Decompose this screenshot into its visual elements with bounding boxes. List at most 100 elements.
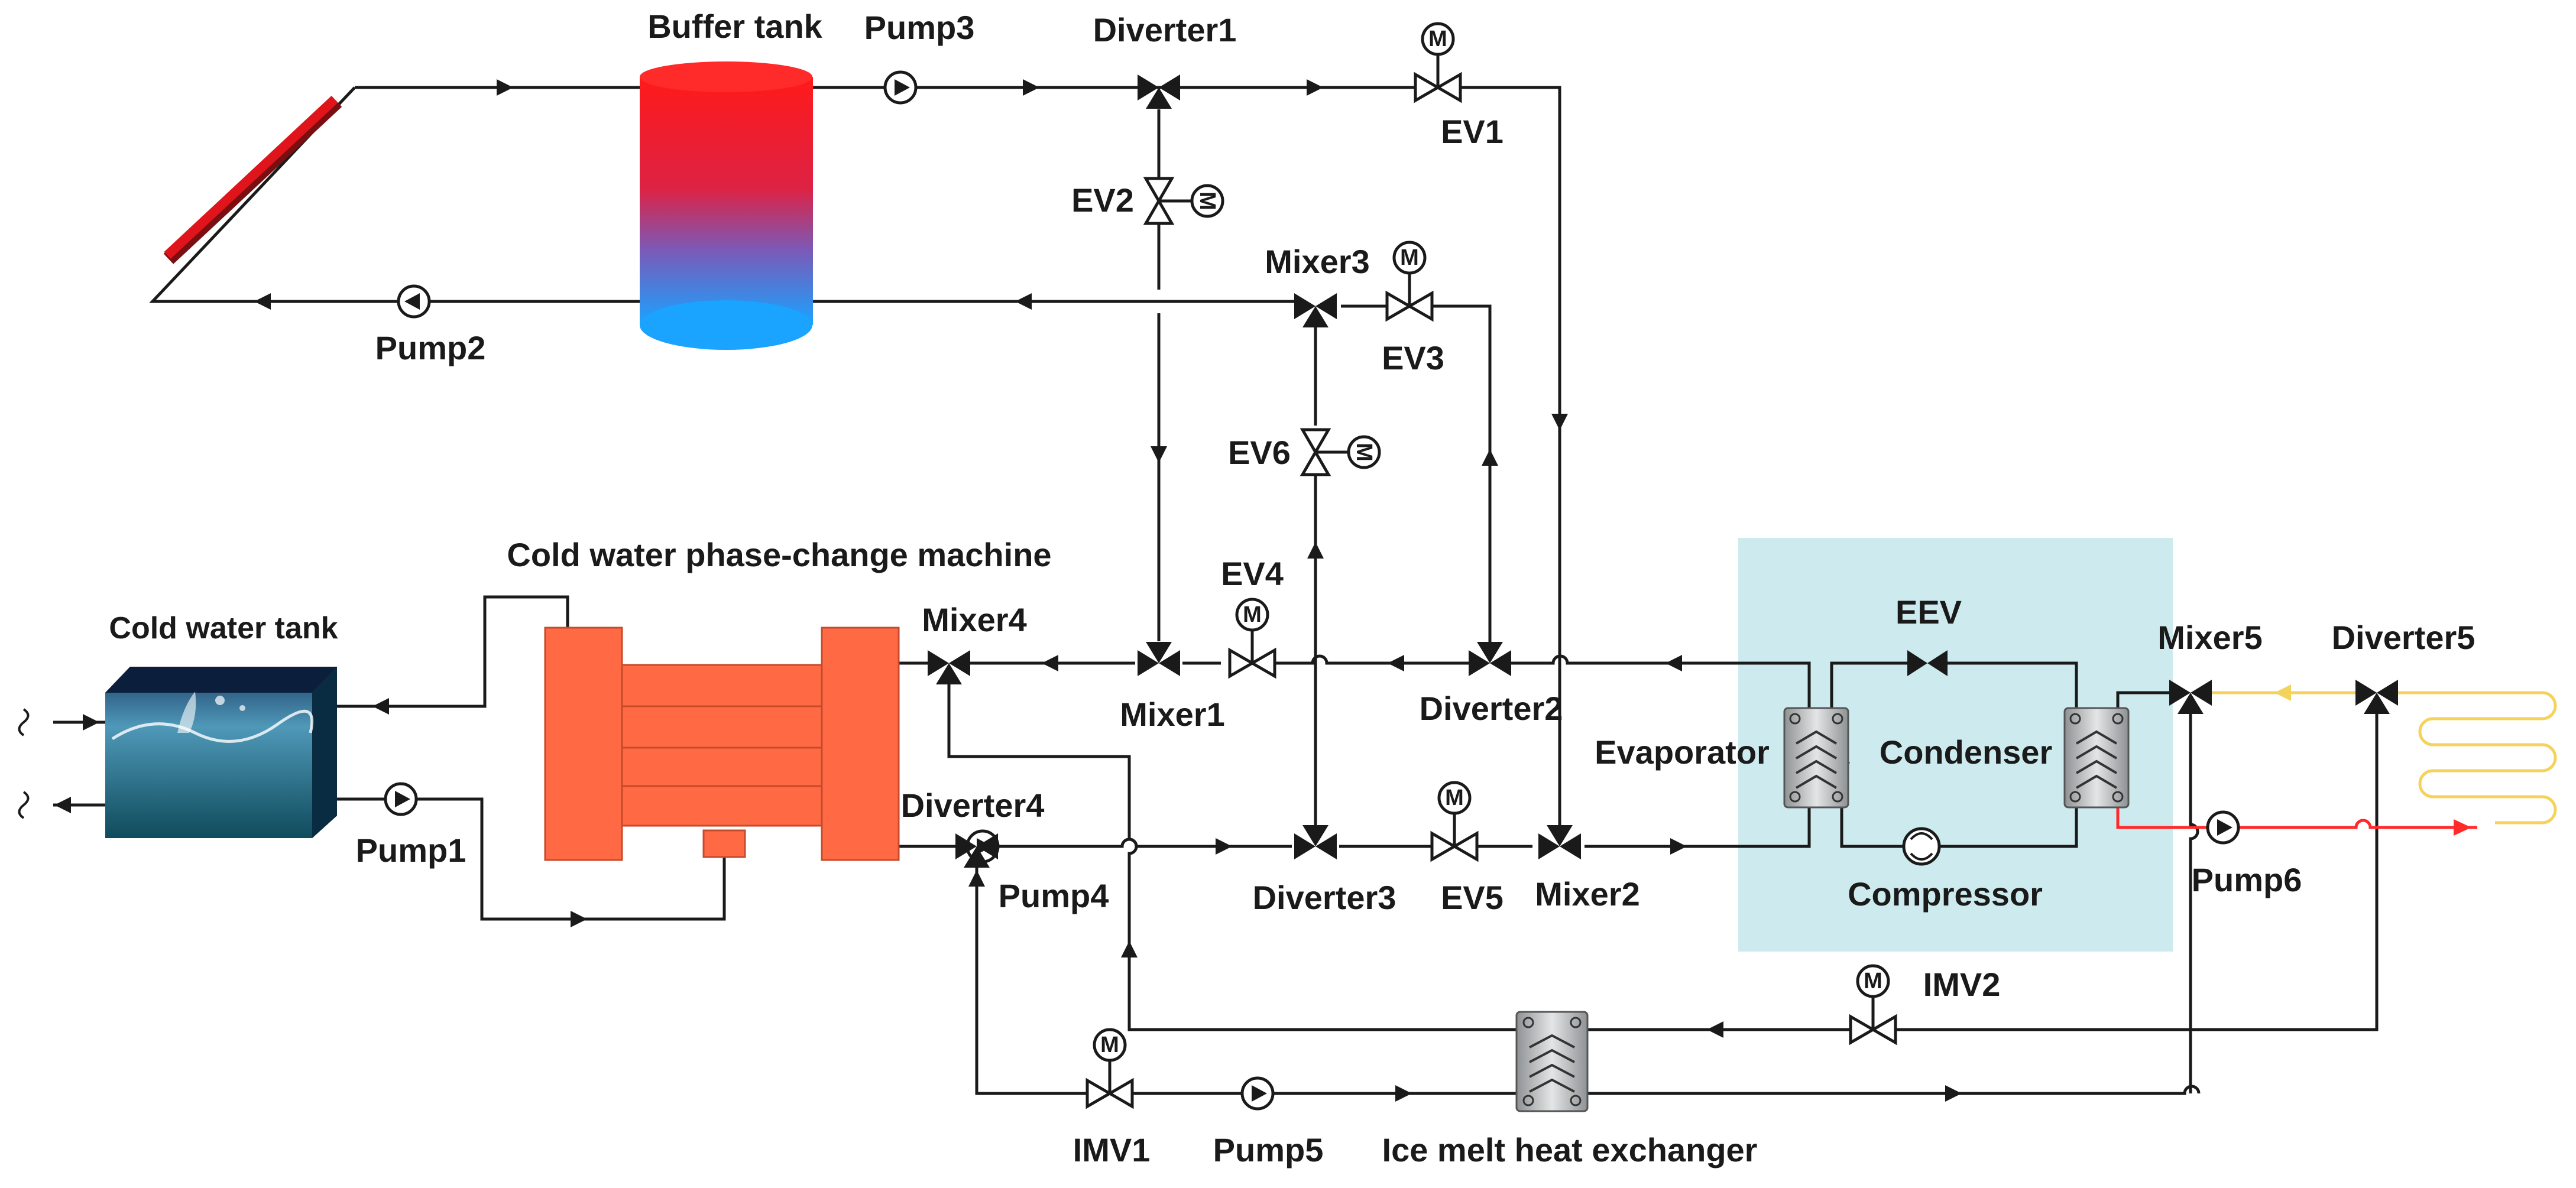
mixer4-label: Mixer4 (922, 601, 1026, 638)
diverter3-icon (1294, 825, 1337, 859)
ev3-motor-label: M (1400, 245, 1419, 270)
ev1-label: EV1 (1441, 113, 1504, 150)
inlet-wave-icon (18, 708, 30, 736)
ice-melt-heat-exchanger (1515, 1011, 1589, 1112)
solar-collector (163, 96, 342, 264)
pump5-icon (1240, 1076, 1275, 1111)
ice-hx-label: Ice melt heat exchanger (1382, 1131, 1758, 1168)
pump1-icon (384, 782, 418, 816)
diverter2-icon (1469, 642, 1511, 676)
flow-arrow (1395, 1085, 1412, 1102)
condenser-heat-exchanger (2063, 707, 2130, 809)
compressor-icon (1902, 827, 1941, 866)
evaporator-label: Evaporator (1595, 733, 1770, 771)
ev2-motor-label: M (1195, 191, 1220, 210)
ev1-motor-label: M (1428, 27, 1447, 51)
evaporator-heat-exchanger (1783, 707, 1849, 809)
flow-arrow (1042, 655, 1058, 671)
ev6-label: EV6 (1228, 434, 1291, 471)
flow-arrow (1945, 1085, 1962, 1102)
pump2-icon (397, 284, 431, 319)
flow-arrow (1023, 79, 1039, 96)
flow-arrow (1670, 838, 1687, 855)
flow-arrow (968, 870, 985, 887)
outlet-wave-icon (18, 791, 30, 819)
flow-arrow (1666, 655, 1682, 671)
flow-arrow (254, 293, 271, 310)
ev3-label: EV3 (1382, 339, 1444, 376)
pump4-label: Pump4 (999, 877, 1109, 914)
imv1-motor-label: M (1100, 1033, 1119, 1057)
imv2-motor-label: M (1864, 969, 1882, 994)
flow-arrow (1707, 1021, 1723, 1038)
diverter5-icon (2355, 680, 2398, 714)
ev4-label: EV4 (1221, 555, 1284, 592)
ev1-valve-icon (1414, 22, 1462, 103)
flow-arrow (1307, 542, 1324, 559)
imv1-label: IMV1 (1073, 1131, 1151, 1168)
diverter4-icon (955, 833, 998, 868)
mixer2-label: Mixer2 (1535, 875, 1639, 913)
flow-arrow-supply (2454, 819, 2471, 836)
cold-water-tank (105, 667, 337, 838)
mixer3-icon (1294, 293, 1337, 327)
ev5-label: EV5 (1441, 879, 1504, 916)
diverter1-icon (1138, 74, 1180, 109)
cold-water-phase-change-machine (544, 627, 900, 861)
pump5-label: Pump5 (1213, 1131, 1324, 1168)
ev4-valve-icon (1228, 598, 1276, 679)
flow-arrow (1307, 79, 1323, 96)
flow-arrow (1015, 293, 1032, 310)
flow-arrow (1121, 941, 1138, 957)
buffer-tank (640, 61, 813, 350)
cold-phase-change-label: Cold water phase-change machine (507, 536, 1051, 573)
mixer3-label: Mixer3 (1265, 243, 1369, 280)
mixer1-label: Mixer1 (1120, 696, 1224, 733)
ev5-valve-icon (1430, 781, 1479, 862)
flow-arrow (1388, 655, 1404, 671)
ev3-valve-icon (1385, 241, 1434, 322)
imv2-valve-icon (1849, 964, 1897, 1046)
flow-arrow (372, 698, 389, 715)
eev-valve-icon (1907, 650, 1948, 676)
flow-arrow (54, 797, 71, 813)
flow-arrow (497, 79, 513, 96)
pump3-icon (883, 70, 918, 105)
cold-tank-label: Cold water tank (109, 611, 338, 645)
motor-glyphs: M M M M M M M M (1100, 27, 1882, 1057)
pump2-label: Pump2 (375, 329, 486, 366)
ev6-motor-label: M (1352, 443, 1376, 462)
diverter4-label: Diverter4 (901, 787, 1045, 824)
flow-arrow-return (2274, 684, 2291, 701)
condenser-label: Condenser (1880, 733, 2053, 771)
flow-arrow (1551, 414, 1568, 430)
mixer4-icon (928, 650, 970, 684)
ev6-valve-icon (1300, 428, 1381, 476)
buffer-tank-label: Buffer tank (647, 8, 822, 45)
eev-label: EEV (1895, 593, 1962, 631)
compressor-label: Compressor (1848, 875, 2043, 913)
flow-arrow (571, 911, 587, 927)
ev5-motor-label: M (1445, 785, 1464, 810)
flow-arrow (1482, 449, 1498, 466)
mixer5-icon (2169, 680, 2212, 714)
diverter5-label: Diverter5 (2332, 619, 2475, 656)
pump6-label: Pump6 (2192, 861, 2302, 898)
ev2-valve-icon (1143, 177, 1224, 225)
mixer5-label: Mixer5 (2157, 619, 2262, 656)
ev4-motor-label: M (1243, 602, 1262, 627)
ev2-label: EV2 (1071, 181, 1134, 219)
flow-arrow (1216, 838, 1232, 855)
diverter2-label: Diverter2 (1420, 690, 1563, 727)
pump6-icon (2206, 810, 2240, 845)
flow-arrow (1151, 446, 1167, 463)
flow-arrow (83, 714, 99, 731)
mixer1-icon (1138, 642, 1180, 676)
diverter3-label: Diverter3 (1253, 879, 1396, 916)
pump3-label: Pump3 (864, 9, 975, 46)
diverter1-label: Diverter1 (1093, 11, 1237, 48)
mixer2-icon (1538, 825, 1581, 859)
imv2-label: IMV2 (1923, 966, 2001, 1003)
pump1-label: Pump1 (356, 832, 466, 869)
